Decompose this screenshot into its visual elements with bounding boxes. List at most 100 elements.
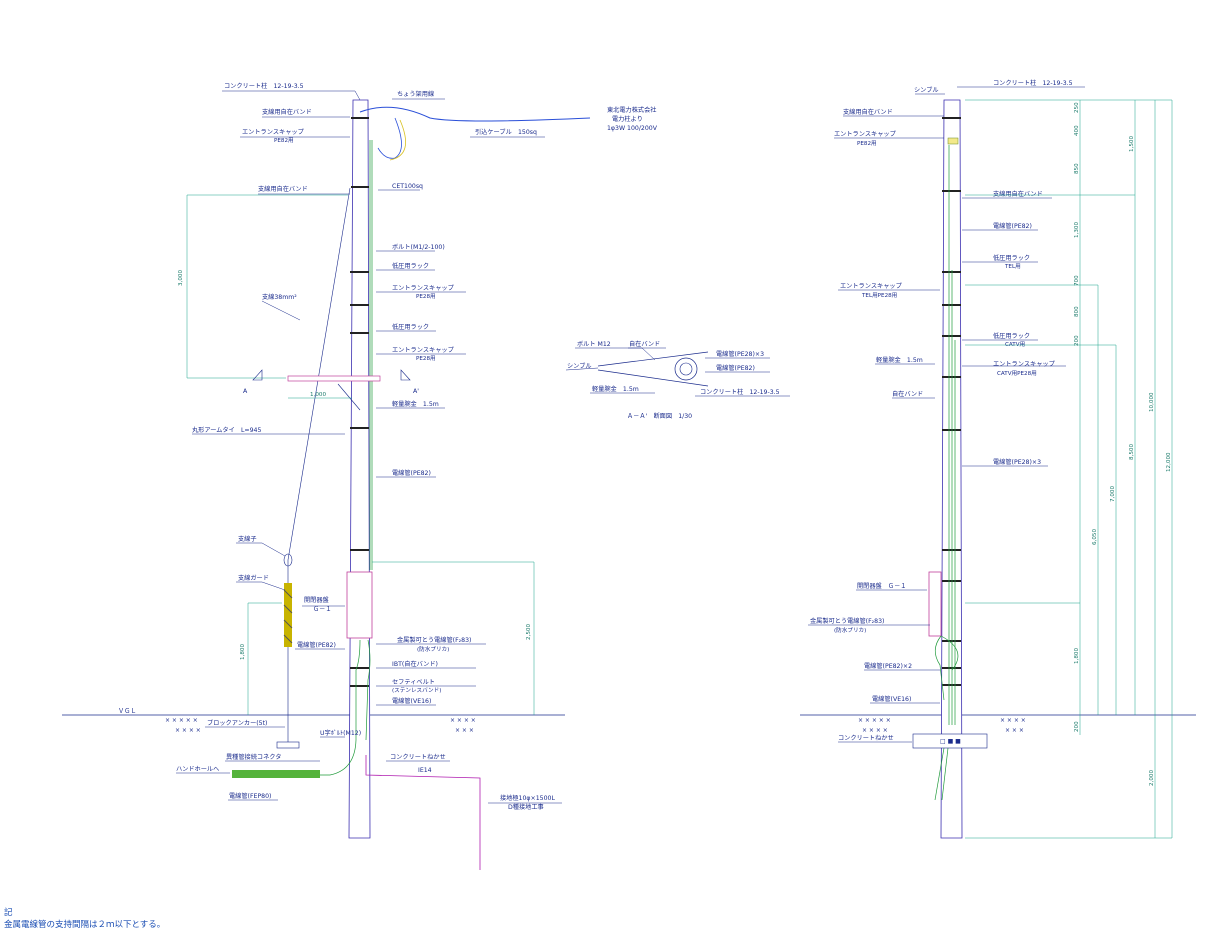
section-arm: 軽量腕金 1.5m — [592, 385, 639, 393]
r-dim-1800: 1,800 — [1074, 648, 1080, 664]
r-dim-7000: 7,000 — [1110, 486, 1116, 502]
right-dimensions: 250 400 850 1,300 700 800 200 1,500 8,50… — [965, 99, 1173, 839]
conduit-ve16: 電線管(VE16) — [392, 697, 431, 705]
r-entrance-cap-tel-sub: TEL用PE28用 — [861, 292, 897, 299]
section-view: ボルト M12 自在バンド シンブル 軽量腕金 1.5m 電線管(PE28)×3… — [565, 340, 790, 420]
svg-text:1,800: 1,800 — [240, 644, 246, 660]
conduit-fep80: 電線管(FEP80) — [229, 792, 271, 800]
entrance-cap-top-sub: PE82用 — [274, 137, 294, 144]
left-dimensions: 3,000 1,800 2,500 — [178, 194, 535, 715]
r-dim-12000: 12,000 — [1166, 452, 1172, 472]
r-dim-1500: 1,500 — [1129, 136, 1135, 152]
section-a2: A' — [413, 388, 419, 395]
r-concrete-base: コンクリートねかせ — [838, 735, 894, 742]
guy-wire — [276, 187, 351, 749]
r-dim-850: 850 — [1074, 163, 1080, 174]
r-switchgear: 開閉器盤 Ｇ－１ — [857, 582, 907, 590]
r-conduit-ve16: 電線管(VE16) — [872, 695, 911, 703]
guy-wire-label: 支線38mm² — [262, 293, 297, 301]
r-guy-band-mid: 支線用自在バンド — [993, 190, 1043, 198]
flex-conduit-sub: (防水プリカ) — [417, 645, 449, 653]
arm-tie: 丸形アームタイ L=945 — [192, 426, 261, 434]
section-markers: A A' — [243, 369, 419, 395]
r-entrance-cap-tel: エントランスキャップ — [840, 283, 903, 290]
guy-guard: 支線ガード — [238, 574, 269, 582]
r-guy-band-top: 支線用自在バンド — [843, 108, 893, 116]
ground-line: × × × × × × × × × × × × × × × × × × × × … — [62, 714, 1196, 734]
svg-text:× × × × ×: × × × × × — [165, 717, 198, 724]
svg-text:2,500: 2,500 — [526, 624, 532, 640]
svg-text:× × × ×: × × × × — [175, 727, 201, 734]
svg-text:× × × ×: × × × × — [862, 727, 888, 734]
ie14-label: IE14 — [418, 767, 432, 774]
svg-text:× × × × ×: × × × × × — [858, 717, 891, 724]
svg-text:□ ■ ■: □ ■ ■ — [940, 738, 961, 745]
entrance-cap-3: エントランスキャップ — [392, 347, 455, 354]
notes-line1: 金属電線管の支持間隔は２ｍ以下とする。 — [4, 920, 166, 930]
ibt-label: IBT(自在バンド) — [392, 660, 438, 668]
earth-1: 接地極10φ×1500L — [500, 794, 555, 802]
svg-text:× × × ×: × × × × — [1000, 717, 1026, 724]
section-c1: 電線管(PE28)×3 — [716, 350, 764, 358]
tohoku-2: 電力柱より — [612, 115, 643, 123]
r-dim-1300: 1,300 — [1074, 222, 1080, 238]
entrance-cap-2-sub: PE28用 — [416, 293, 436, 300]
switchgear-label: 開閉器盤 — [304, 596, 329, 604]
r-dim-250: 250 — [1074, 102, 1080, 113]
r-lv-rack-catv: 低圧用ラック — [993, 332, 1030, 340]
r-dim-200a: 200 — [1074, 335, 1080, 346]
handhole-label: ハンドホールへ — [176, 766, 219, 773]
left-labels: コンクリート柱 12-19-3.5 支線用自在バンド エントランスキャップ PE… — [118, 82, 658, 811]
guy-band-top: 支線用自在バンド — [262, 108, 312, 116]
section-thimble: シンブル — [567, 362, 592, 370]
r-dim-400: 400 — [1074, 125, 1080, 136]
r-entrance-cap: エントランスキャップ — [834, 131, 897, 138]
bolt-label: ボルト(M1/2-100) — [392, 243, 445, 251]
fep-conduit — [232, 770, 320, 778]
left-conduit — [240, 106, 591, 776]
flex-conduit: 金属製可とう電線管(F₂83) — [397, 636, 471, 644]
light-arm: 軽量腕金 1.5m — [392, 400, 439, 408]
svg-text:× × × ×: × × × × — [450, 717, 476, 724]
r-band: 自在バンド — [892, 390, 923, 398]
safety-belt-sub: (ステンレスバンド) — [392, 687, 441, 694]
r-lv-rack-tel-sub: TEL用 — [1004, 263, 1021, 270]
r-thimble: シンブル — [914, 86, 939, 94]
r-entrance-cap-catv-sub: CATV用PE28用 — [997, 370, 1037, 377]
r-entrance-cap-catv: エントランスキャップ — [993, 361, 1056, 368]
entrance-cap-2: エントランスキャップ — [392, 285, 455, 292]
r-dim-2000: 2,000 — [1149, 770, 1155, 786]
section-band: 自在バンド — [629, 340, 660, 348]
block-anchor: ブロックアンカー(5t) — [207, 719, 267, 727]
pole-label: コンクリート柱 12-19-3.5 — [224, 82, 304, 90]
svg-text:× × ×: × × × — [1005, 727, 1024, 734]
tohoku-1: 東北電力株式会社 — [607, 106, 657, 114]
conduit-pe82: 電線管(PE82) — [392, 469, 431, 477]
u-bolt: U字ﾎﾞﾙﾄ(M12) — [320, 729, 361, 737]
section-title: Ａ－Ａ' 断面図 1/30 — [627, 412, 692, 420]
dim-3000: 3,000 — [178, 270, 184, 286]
r-entrance-cap-sub: PE82用 — [857, 140, 877, 147]
svg-text:3,000: 3,000 — [178, 270, 184, 286]
r-lv-rack-catv-sub: CATV用 — [1005, 341, 1025, 348]
entrance-cap-3-sub: PE28用 — [416, 355, 436, 362]
dim-1800: 1,800 — [240, 644, 246, 660]
right-leaders — [808, 86, 1085, 743]
tohoku-3: 1φ3W 100/200V — [607, 125, 658, 132]
left-arm — [287, 375, 381, 411]
r-conduit-pe82x2: 電線管(PE82)×2 — [864, 662, 912, 670]
lead-cable: 引込ケーブル 150sq — [475, 128, 537, 136]
left-leaders — [176, 90, 562, 804]
earth-2: D種接地工事 — [508, 803, 544, 811]
section-pole: コンクリート柱 12-19-3.5 — [700, 388, 780, 396]
section-a: A — [243, 388, 248, 395]
entrance-cap-top: エントランスキャップ — [242, 129, 305, 136]
gl-label: ＶＧＬ — [118, 708, 137, 715]
earth-wire — [365, 755, 481, 870]
right-labels: コンクリート柱 12-19-3.5 シンブル 支線用自在バンド エントランスキャ… — [810, 79, 1073, 742]
section-c2: 電線管(PE82) — [716, 364, 755, 372]
right-pole: □ ■ ■ — [912, 99, 988, 839]
r-conduit-pe28x3: 電線管(PE28)×3 — [993, 458, 1041, 466]
dim-2500: 2,500 — [526, 624, 532, 640]
dim-1000: 1,000 — [310, 392, 326, 398]
